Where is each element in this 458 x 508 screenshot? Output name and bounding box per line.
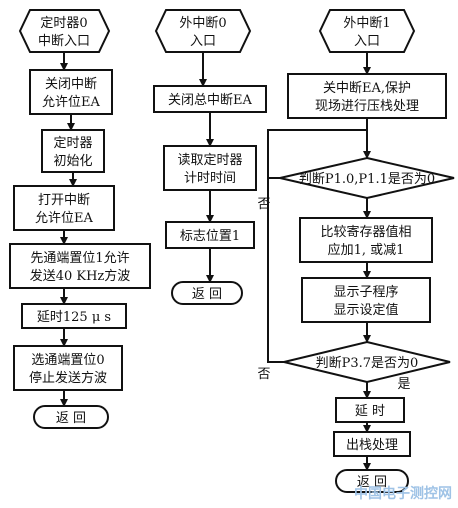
ext-int0-return-label: 返 回 <box>192 287 222 302</box>
pop-stack-label: 出栈处理 <box>346 438 398 453</box>
timer0-interrupt-flow: 定时器0 中断入口 关闭中断 允许位EA 定时器 初始化 打开中断 允许位EA … <box>9 9 151 429</box>
send-40khz-wave-box <box>9 243 151 289</box>
enable-interrupt-label-1: 打开中断 <box>38 193 90 208</box>
ext-int1-flow: 外中断1 入口 关中断EA,保护 现场进行压栈处理 判断P1.0,P1.1是否为… <box>257 9 455 493</box>
timer-init-label-2: 初始化 <box>53 154 92 169</box>
ext-int0-return-node <box>171 281 243 305</box>
read-timer-box <box>163 145 257 191</box>
ext-int1-start-label-2: 入口 <box>354 34 380 49</box>
delay-label: 延 时 <box>355 404 385 419</box>
ext-int1-start-node <box>318 9 416 53</box>
ext-int1-return-node <box>335 469 409 493</box>
ext-int0-start-node <box>154 9 252 53</box>
ext-int1-start-label-1: 外中断1 <box>343 16 390 31</box>
compare-register-label-1: 比较寄存器值相 <box>320 224 411 240</box>
push-stack-label-1: 关中断EA,保护 <box>323 81 411 96</box>
send-wave-label-1: 先通端置位1允许 <box>30 250 129 266</box>
delay-125us-box <box>21 303 127 329</box>
enable-interrupt-ea-box <box>13 185 115 231</box>
disable-interrupt-ea-box <box>29 69 113 115</box>
timer0-start-label-1: 定时器0 <box>40 16 87 31</box>
compare-register-label-2: 应加1, 或减1 <box>328 242 405 258</box>
disable-interrupt-label-1: 关闭中断 <box>45 77 97 92</box>
decision2-yes-label: 是 <box>397 377 410 392</box>
timer-init-box <box>41 129 105 173</box>
display-subroutine-label-2: 显示设定值 <box>333 302 398 318</box>
check-p10-p11-label: 判断P1.0,P1.1是否为0 <box>299 172 435 187</box>
timer0-start-node <box>18 9 111 53</box>
push-stack-label-2: 现场进行压栈处理 <box>315 99 419 114</box>
pop-stack-box <box>333 431 411 457</box>
timer0-return-node <box>33 405 109 429</box>
ext-int0-flow: 外中断0 入口 关闭总中断EA 读取定时器 计时时间 标志位置1 返 回 <box>153 9 267 305</box>
send-wave-label-2: 发送40 KHz方波 <box>30 268 131 284</box>
decision2-no-label: 否 <box>257 367 270 382</box>
check-p37-label: 判断P3.7是否为0 <box>316 356 419 371</box>
decision1-no-loop <box>267 129 282 179</box>
read-timer-label-2: 计时时间 <box>184 171 236 186</box>
ext-int0-start-label-2: 入口 <box>190 34 216 49</box>
timer-init-label-1: 定时器 <box>53 136 92 151</box>
display-subroutine-box <box>301 277 431 323</box>
enable-interrupt-label-2: 允许位EA <box>35 210 93 226</box>
set-flag-box <box>165 221 255 249</box>
delay-box <box>335 397 405 423</box>
disable-interrupt-label-2: 允许位EA <box>42 94 100 110</box>
timer0-start-label-2: 中断入口 <box>38 34 90 49</box>
stop-wave-label-2: 停止发送方波 <box>29 370 107 386</box>
ext-int1-return-label: 返 回 <box>357 475 387 490</box>
timer0-return-label: 返 回 <box>56 411 86 426</box>
read-timer-label-1: 读取定时器 <box>177 153 242 168</box>
display-subroutine-label-1: 显示子程序 <box>333 285 398 300</box>
decision2-no-loop <box>267 178 284 363</box>
site-watermark: 中国电子测控网 <box>354 485 452 502</box>
disable-global-ea-label: 关闭总中断EA <box>168 93 252 108</box>
delay-125us-label: 延时125 μ s <box>37 310 111 325</box>
push-stack-box <box>287 73 447 119</box>
set-flag-label: 标志位置1 <box>180 229 240 244</box>
stop-wave-box <box>13 345 123 391</box>
stop-wave-label-1: 选通端置位0 <box>31 353 104 368</box>
ext-int0-start-label-1: 外中断0 <box>179 16 226 31</box>
